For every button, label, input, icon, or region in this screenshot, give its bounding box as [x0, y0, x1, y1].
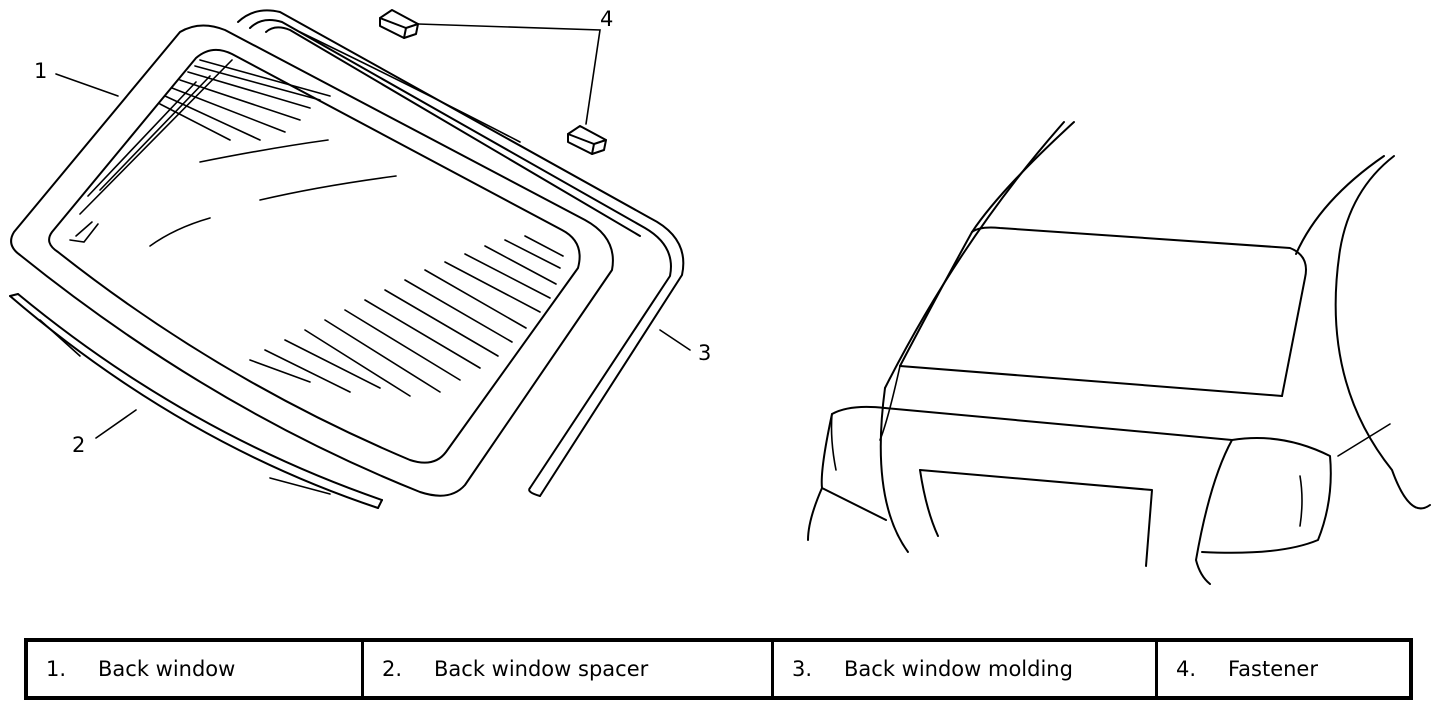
callout-1: 1 — [34, 59, 47, 83]
legend-label: Back window spacer — [434, 657, 649, 681]
legend-label: Back window molding — [844, 657, 1073, 681]
back-window-glass — [10, 24, 614, 497]
legend-number: 1. — [46, 657, 67, 681]
legend-number: 2. — [382, 657, 403, 681]
callout-3: 3 — [698, 341, 711, 365]
legend-label: Back window — [98, 657, 236, 681]
legend-item-back-window: 1. Back window — [28, 642, 364, 696]
legend-number: 3. — [792, 657, 813, 681]
fastener-upper — [379, 9, 419, 39]
legend-item-back-window-spacer: 2. Back window spacer — [364, 642, 774, 696]
back-window-molding — [237, 9, 685, 497]
exploded-diagram: 1 2 3 4 — [9, 7, 1431, 585]
callout-4: 4 — [600, 7, 613, 31]
legend-item-back-window-molding: 3. Back window molding — [774, 642, 1158, 696]
legend-item-fastener: 4. Fastener — [1158, 642, 1409, 696]
legend-label: Fastener — [1228, 657, 1318, 681]
vehicle-rear-view — [807, 121, 1431, 585]
back-window-spacer — [9, 293, 383, 509]
legend-table: 1. Back window 2. Back window spacer 3. … — [24, 638, 1413, 700]
callout-2: 2 — [72, 433, 85, 457]
callout-leaders — [55, 23, 691, 439]
legend-number: 4. — [1176, 657, 1197, 681]
fastener-lower — [567, 125, 607, 155]
